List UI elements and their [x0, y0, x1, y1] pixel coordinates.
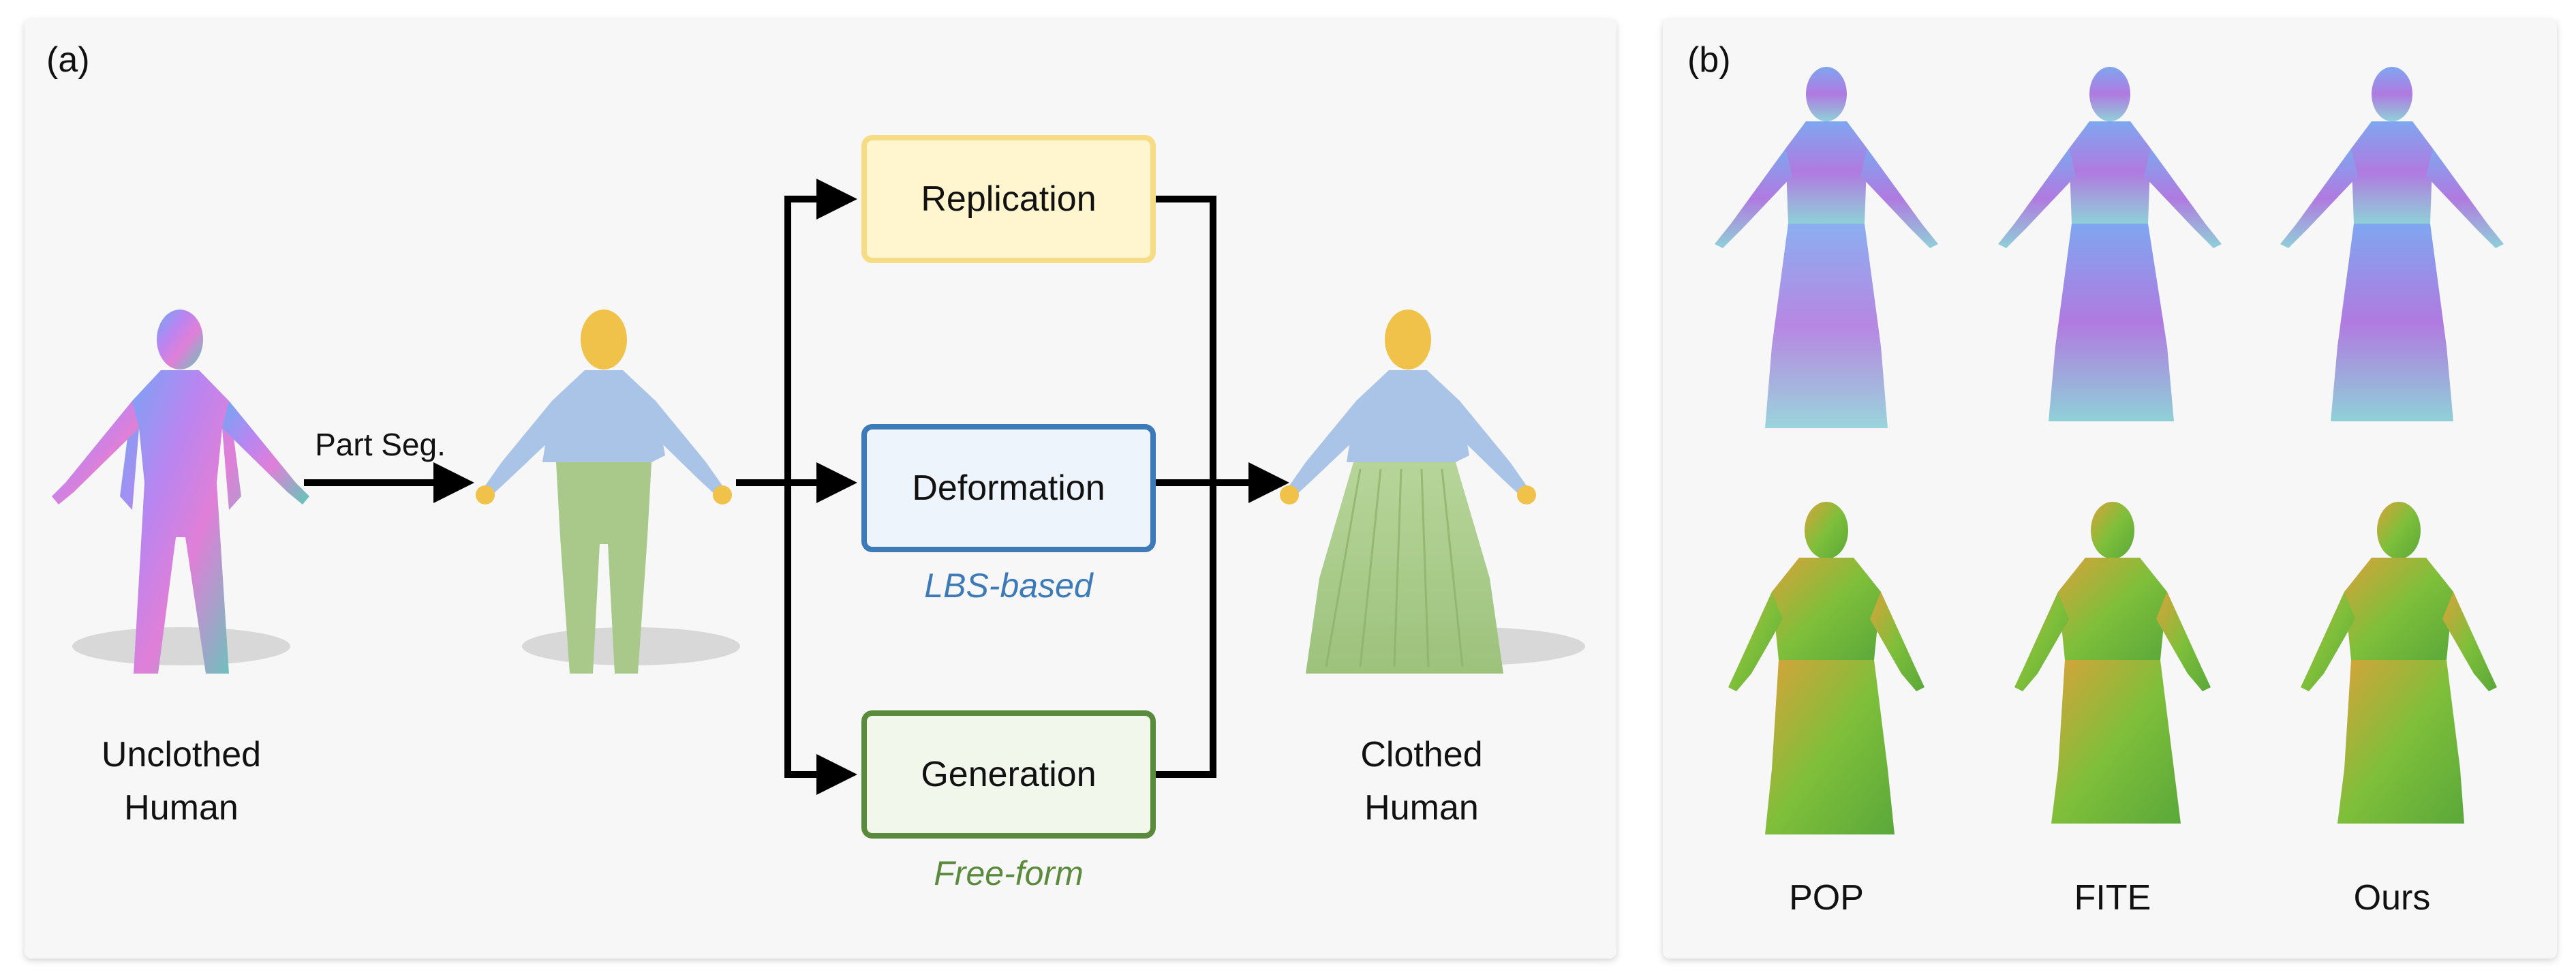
generation-sublabel: Free-form — [934, 854, 1084, 892]
panel-b-graphics — [1715, 67, 2504, 834]
replication-box: Replication — [861, 135, 1156, 263]
deformation-label: Deformation — [912, 468, 1105, 508]
method-label-pop: POP — [1789, 878, 1864, 918]
clothed-human-figure — [1280, 310, 1585, 674]
ours-front-figure — [2280, 67, 2504, 421]
segmented-human-figure — [476, 310, 740, 674]
fite-back-figure — [2014, 502, 2211, 824]
fite-front-figure — [1998, 67, 2222, 421]
replication-label: Replication — [921, 179, 1097, 219]
method-label-fite: FITE — [2074, 878, 2151, 918]
unclothed-caption-line2: Human — [124, 788, 239, 828]
deformation-box: Deformation — [861, 424, 1156, 552]
unclothed-human-caption: Unclothed Human — [65, 728, 297, 834]
panel-b: (b) — [1663, 19, 2557, 959]
deformation-sublabel: LBS-based — [924, 567, 1093, 605]
generation-box: Generation — [861, 710, 1156, 839]
ours-back-figure — [2301, 502, 2497, 824]
panel-b-label: (b) — [1687, 40, 1731, 80]
generation-label: Generation — [921, 755, 1097, 794]
panel-a: (a) — [25, 19, 1616, 959]
panel-a-label: (a) — [46, 40, 90, 80]
panel-a-graphics — [52, 179, 1585, 795]
pop-back-figure — [1728, 502, 1925, 834]
unclothed-caption-line1: Unclothed — [101, 735, 262, 774]
unclothed-human-figure — [52, 310, 309, 674]
clothed-human-caption: Clothed Human — [1306, 728, 1537, 834]
clothed-caption-line1: Clothed — [1360, 735, 1483, 774]
method-label-ours: Ours — [2353, 878, 2431, 918]
clothed-caption-line2: Human — [1364, 788, 1479, 828]
pop-front-figure — [1715, 67, 1938, 428]
part-seg-label: Part Seg. — [315, 427, 446, 462]
